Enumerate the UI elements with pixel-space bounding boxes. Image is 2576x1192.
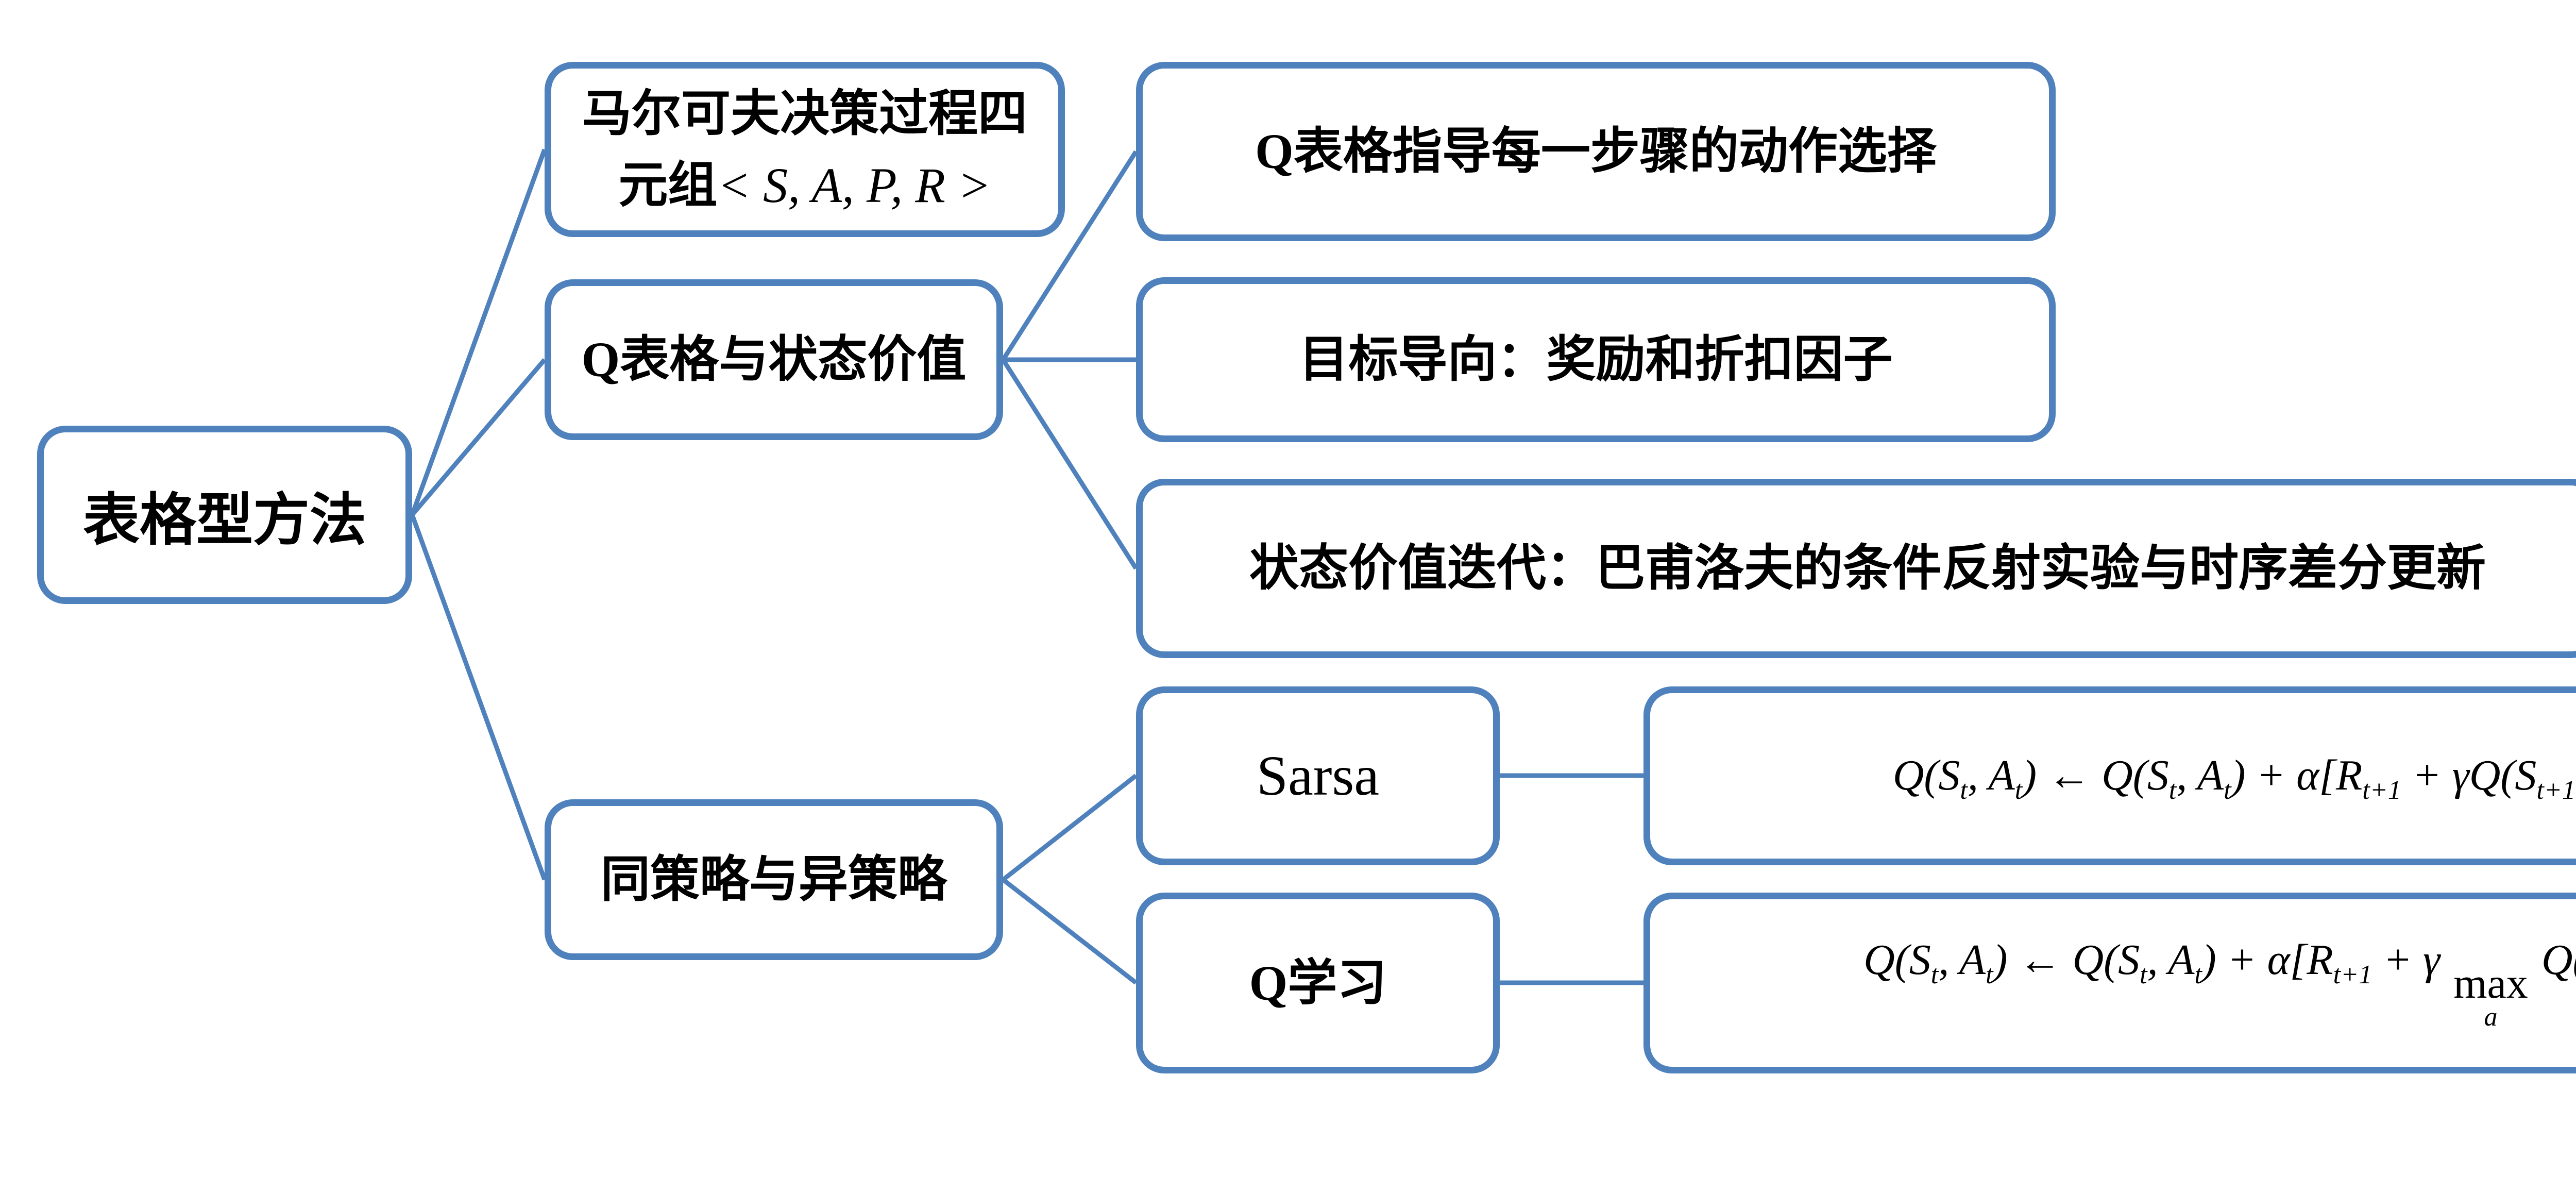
mdp-tuple-math: < S, A, P, R > [717,158,991,213]
node-goal-oriented-label: 目标导向：奖励和折扣因子 [1299,332,1893,388]
node-root-label: 表格型方法 [83,489,366,552]
node-policy-label: 同策略与异策略 [601,852,947,908]
connector-root-mdp [410,148,547,516]
mdp-line2: 元组< S, A, P, R > [618,158,991,213]
node-sarsa-label: Sarsa [1256,744,1380,807]
node-qtable-guide-label: Q表格指导每一步骤的动作选择 [1255,124,1937,179]
node-mdp-tuple-label: 马尔可夫决策过程四 元组< S, A, P, R > [582,78,1027,221]
connector-qtable-valueiter [1001,358,1138,570]
node-qtable-label: Q表格与状态价值 [581,332,967,388]
sarsa-update-formula: Q(St, At) ← Q(St, At) + α[Rt+1 + γQ(St+1… [1892,751,2576,805]
node-root: 表格型方法 [37,426,412,604]
connector-policy-sarsa [1002,774,1138,882]
node-qtable: Q表格与状态价值 [545,279,1003,440]
connector-root-policy [410,514,547,881]
node-value-iteration: 状态价值迭代：巴甫洛夫的条件反射实验与时序差分更新 [1136,479,2576,658]
node-qtable-guide: Q表格指导每一步骤的动作选择 [1136,62,2056,241]
connector-root-qtable [410,358,547,516]
node-qlearning-label: Q学习 [1249,955,1387,1011]
node-sarsa-formula: Q(St, At) ← Q(St, At) + α[Rt+1 + γQ(St+1… [1643,686,2576,865]
mdp-line1: 马尔可夫决策过程四 [582,86,1027,141]
connector-policy-qlearning [1002,878,1138,985]
node-sarsa: Sarsa [1136,686,1500,865]
node-value-iteration-label: 状态价值迭代：巴甫洛夫的条件反射实验与时序差分更新 [1249,541,2486,596]
node-policy: 同策略与异策略 [545,799,1003,960]
node-mdp-tuple: 马尔可夫决策过程四 元组< S, A, P, R > [545,62,1065,237]
node-qlearning: Q学习 [1136,893,1500,1073]
connector-qtable-guide [1001,150,1138,361]
node-goal-oriented: 目标导向：奖励和折扣因子 [1136,277,2056,442]
